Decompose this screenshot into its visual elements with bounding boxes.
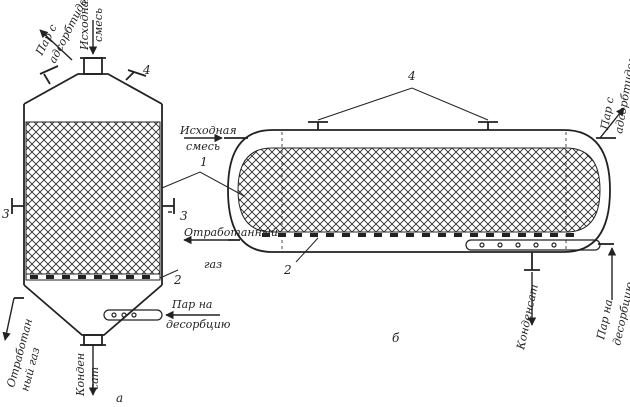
horizontal-arrows — [183, 107, 625, 326]
leader-lines — [159, 87, 489, 279]
label-steam-a-2: десорбцию — [166, 318, 231, 331]
vertical-top-nozzle — [83, 57, 103, 75]
caption-a: а — [116, 391, 123, 405]
number-4-vertical: 4 — [142, 63, 151, 77]
caption-b: б — [392, 331, 400, 345]
vertical-grid-marks — [30, 275, 150, 279]
label-exhaust-b-1: Отработанный — [184, 226, 278, 239]
number-3-left: 3 — [2, 207, 10, 221]
number-3-right: 3 — [180, 209, 188, 223]
label-initial-mixture-b-2: смесь — [186, 140, 220, 153]
label-initial-mixture-b-1: Исходная — [179, 124, 237, 137]
label-steam-b-2: десорбцию — [610, 281, 630, 347]
vertical-adsorbent-bed — [25, 121, 161, 275]
number-1: 1 — [200, 155, 208, 169]
horizontal-adsorbent-bed — [237, 147, 601, 233]
label-initial-mixture-1: Исходная — [78, 0, 91, 51]
horizontal-bed-dividers — [281, 132, 567, 250]
vertical-steam-coil — [103, 309, 163, 321]
vertical-support-grid — [25, 273, 161, 281]
vertical-bottom-nozzle — [83, 334, 103, 346]
label-steam-a-1: Пар на — [171, 298, 213, 311]
label-condensate-a-2: сат — [88, 367, 101, 390]
number-2-vertical: 2 — [173, 273, 182, 287]
label-condensate-b: Конденсат — [514, 283, 541, 351]
label-condensate-a-1: Конден — [74, 353, 87, 397]
horizontal-support-grid — [262, 233, 574, 237]
vertical-arrows — [2, 20, 220, 396]
label-initial-mixture-2: смесь — [92, 8, 105, 42]
horizontal-steam-coil — [465, 239, 601, 251]
vertical-top-cone — [23, 73, 163, 105]
number-4-horizontal: 4 — [407, 69, 416, 83]
label-exhaust-b-2: газ — [204, 258, 222, 271]
horizontal-adsorber — [224, 121, 616, 271]
label-vapor-adsorbate-b-2: адсорбтидом — [612, 53, 630, 134]
vertical-adsorber — [11, 57, 175, 346]
label-vapor-adsorbate-b-1: Пар с — [598, 96, 617, 132]
horizontal-shell — [227, 129, 611, 253]
number-2-horizontal: 2 — [283, 263, 292, 277]
